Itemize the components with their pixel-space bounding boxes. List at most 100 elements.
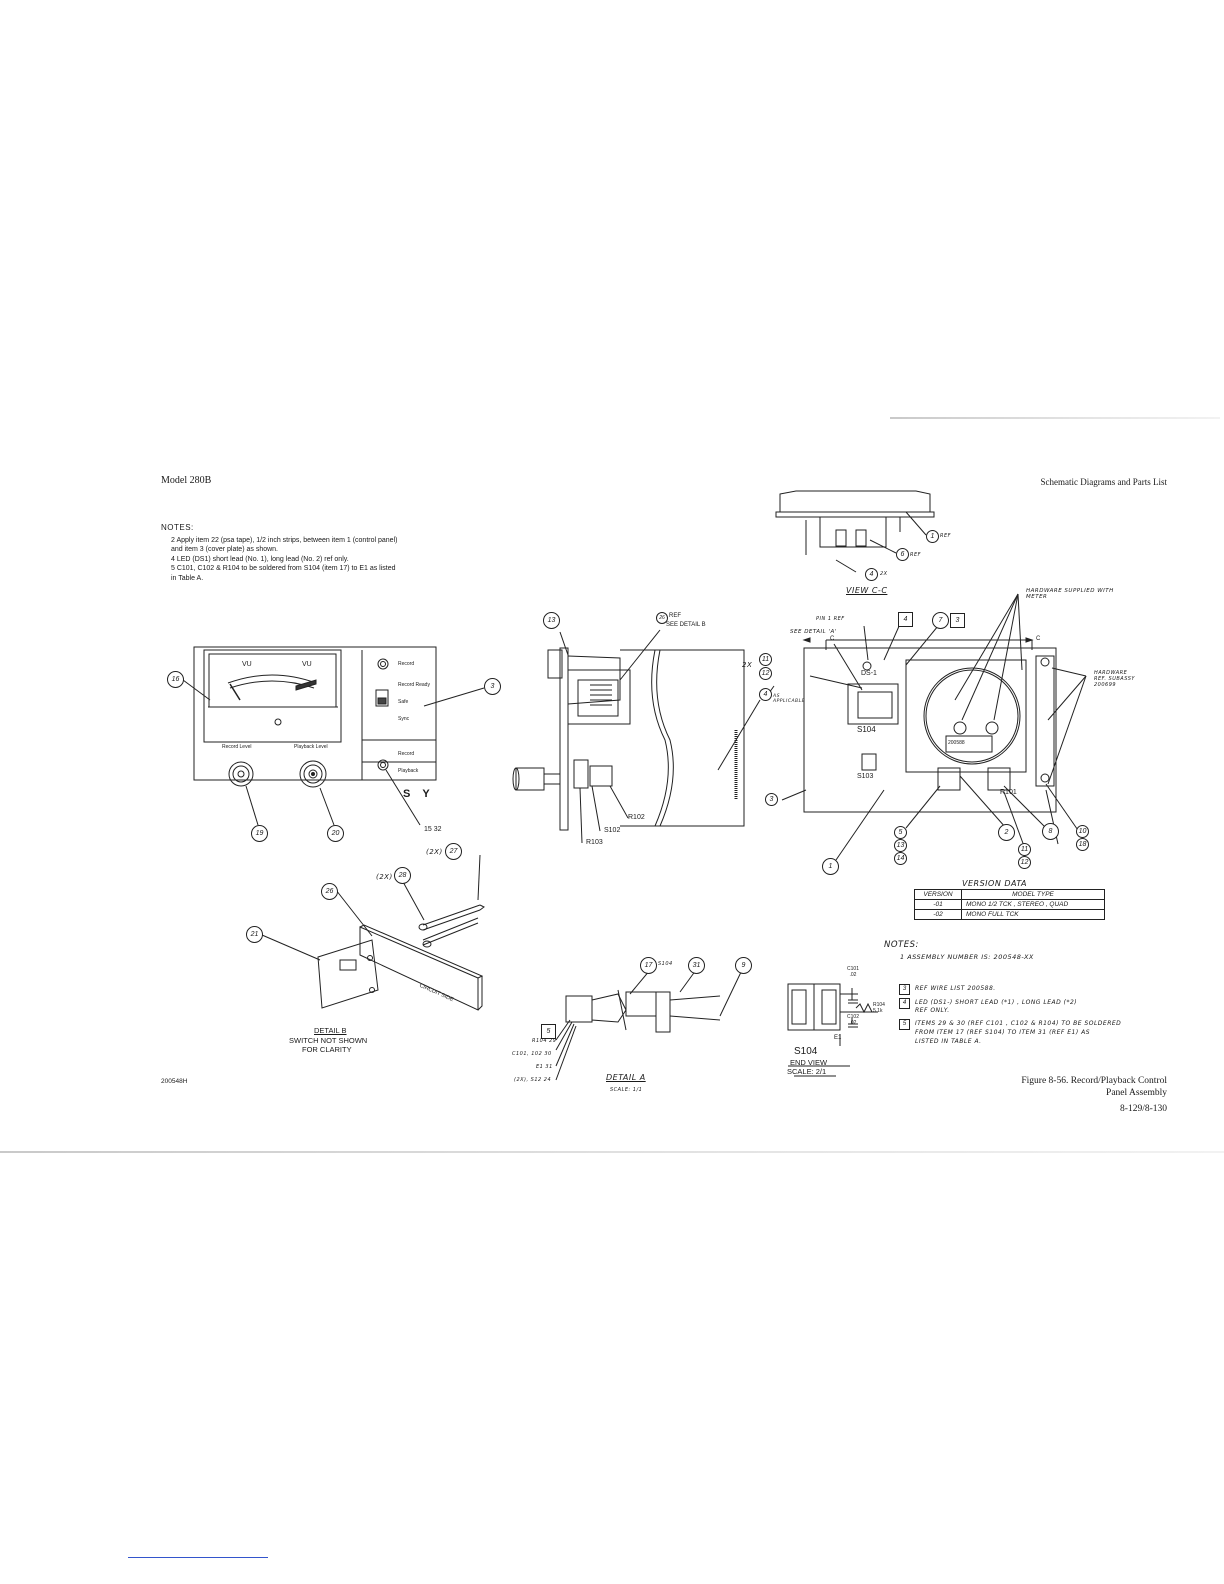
callout-4: 4 — [759, 688, 772, 701]
table-row: -01 MONO 1/2 TCK , STEREO , QUAD — [914, 899, 1105, 910]
qty-2x-b: (2X) — [376, 873, 393, 881]
record-indicator — [377, 658, 389, 670]
s2-24: (2X), S12 24 — [514, 1077, 552, 1083]
callout-10-rear: 10 — [1076, 825, 1089, 838]
notes-right-heading: NOTES: — [884, 940, 919, 950]
note-r5a: ITEMS 29 & 30 (REF C101 , C102 & R104) T… — [915, 1020, 1122, 1027]
box-note-4: 4 — [899, 998, 910, 1009]
side-view-panel — [559, 647, 569, 831]
cc-marker-right: C — [1036, 636, 1041, 642]
meter-rear-circle — [923, 667, 1021, 765]
callout-20: 20 — [327, 825, 344, 842]
playback-level-label: Playback Level — [294, 744, 328, 750]
callout-14-rear: 14 — [894, 852, 907, 865]
qty-2x-c: 2X — [742, 661, 753, 669]
figure-caption-1: Figure 8-56. Record/Playback Control — [1021, 1076, 1167, 1086]
see-detail-a: SEE DETAIL 'A' — [790, 629, 837, 635]
note-5: 5 C101, C102 & R104 to be soldered from … — [171, 565, 396, 572]
note-r3: REF WIRE LIST 200588. — [915, 985, 996, 992]
record-level-label: Record Level — [222, 744, 252, 750]
table-row: -02 MONO FULL TCK — [914, 909, 1105, 920]
playback-label: Playback — [398, 768, 419, 774]
model-cell: MONO FULL TCK — [961, 909, 1105, 920]
c102-label: C102 .02 — [847, 1014, 859, 1026]
callout-2-rear: 2 — [998, 824, 1015, 841]
figure-caption-2: Panel Assembly — [1106, 1088, 1167, 1098]
e1-31: E1 31 — [536, 1064, 553, 1070]
note-r4a: LED (DS1-) SHORT LEAD (*1) , LONG LEAD (… — [915, 999, 1078, 1006]
callout-26-ref: 26 — [656, 612, 668, 624]
model-col-header: MODEL TYPE — [961, 889, 1105, 900]
callout-5-rear: 5 — [894, 826, 907, 839]
note-r4b: REF ONLY. — [915, 1007, 950, 1014]
bottom-rule — [0, 1151, 1224, 1153]
c101-30: C101, 102 30 — [512, 1051, 552, 1057]
header-model: Model 280B — [161, 475, 212, 486]
callout-8-rear: 8 — [1042, 823, 1059, 840]
r103-label: R103 — [586, 839, 603, 846]
detail-b-line1: SWITCH NOT SHOWN — [289, 1036, 368, 1045]
view-cc-title: VIEW C-C — [846, 586, 888, 595]
qty-2x-a: (2X) — [426, 848, 443, 856]
playback-indicator — [377, 759, 389, 771]
end-view-title1: S104 — [794, 1046, 818, 1057]
callout-11: 11 — [759, 653, 772, 666]
callout-9: 9 — [735, 957, 752, 974]
callout-17: 17 — [640, 957, 657, 974]
wire-tag: 200588 — [948, 740, 965, 746]
r102-label: R102 — [628, 814, 645, 821]
box-5: 5 — [541, 1024, 556, 1039]
s104-label: S104 — [857, 725, 876, 734]
note-4: 4 LED (DS1) short lead (No. 1), long lea… — [171, 555, 349, 563]
note-5b: in Table A. — [171, 574, 204, 582]
note-2b: and item 3 (cover plate) as shown. — [171, 546, 278, 553]
detail-a-scale: SCALE: 1/1 — [610, 1087, 643, 1093]
note-2: 2 Apply item 22 (psa tape), 1/2 inch str… — [171, 536, 398, 544]
callout-27: 27 — [445, 843, 462, 860]
callout-16: 16 — [167, 671, 184, 688]
meter-needle — [229, 683, 241, 701]
detail-a-title: DETAIL A — [606, 1073, 646, 1082]
drawing-number: 200548H — [161, 1078, 188, 1085]
box-note-5: 5 — [899, 1019, 910, 1030]
callout-3: 3 — [484, 678, 501, 695]
front-panel-outline — [193, 646, 437, 781]
cc-marker-left: C — [830, 636, 835, 642]
meter-face — [208, 653, 337, 708]
callout-19: 19 — [251, 825, 268, 842]
record-level-knob — [228, 761, 254, 787]
callout-6-cc: 6 — [896, 548, 909, 561]
version-col-header: VERSION — [914, 889, 962, 900]
rear-view-board — [803, 647, 1057, 813]
record-label-2: Record — [398, 751, 415, 757]
pin1-ref: PIN 1 REF — [816, 616, 845, 622]
callout-11-rear: 11 — [1018, 843, 1031, 856]
s103-label: S103 — [857, 773, 874, 780]
callout-12: 12 — [759, 667, 772, 680]
top-rule — [890, 417, 1220, 419]
e1-label: E1 — [834, 1035, 842, 1041]
r101-label: R101 — [1000, 789, 1017, 796]
end-view-scale: SCALE: 2/1 — [787, 1067, 827, 1076]
ref-cc-1: REF — [940, 533, 952, 539]
callout-13: 13 — [543, 612, 560, 629]
r104-29: R104 29 — [532, 1038, 557, 1044]
detail-b-board — [359, 926, 479, 1011]
detail-a-switch — [565, 995, 593, 1023]
box-4: 4 — [898, 612, 913, 627]
side-view-board — [620, 649, 745, 827]
s104-detail-a: S104 — [658, 961, 673, 967]
detail-b-title: DETAIL B — [314, 1026, 347, 1035]
note-r5c: LISTED IN TABLE A. — [915, 1038, 982, 1045]
model-cell: MONO 1/2 TCK , STEREO , QUAD — [961, 899, 1105, 910]
ds1-label: DS-1 — [861, 670, 877, 677]
sync-label: Sync — [398, 716, 410, 722]
note-r5b: FROM ITEM 17 (REF S104) TO ITEM 31 (REF … — [915, 1029, 1091, 1036]
s104-switch — [847, 683, 899, 725]
hardware-supplied-meter: HARDWARE SUPPLIED WITH METER — [1026, 588, 1114, 600]
callout-15-32: 15 32 — [424, 826, 442, 833]
s102-label: S102 — [604, 827, 621, 834]
callout-13-rear: 13 — [894, 839, 907, 852]
notes-left: NOTES: 2 Apply item 22 (psa tape), 1/2 i… — [161, 523, 397, 583]
